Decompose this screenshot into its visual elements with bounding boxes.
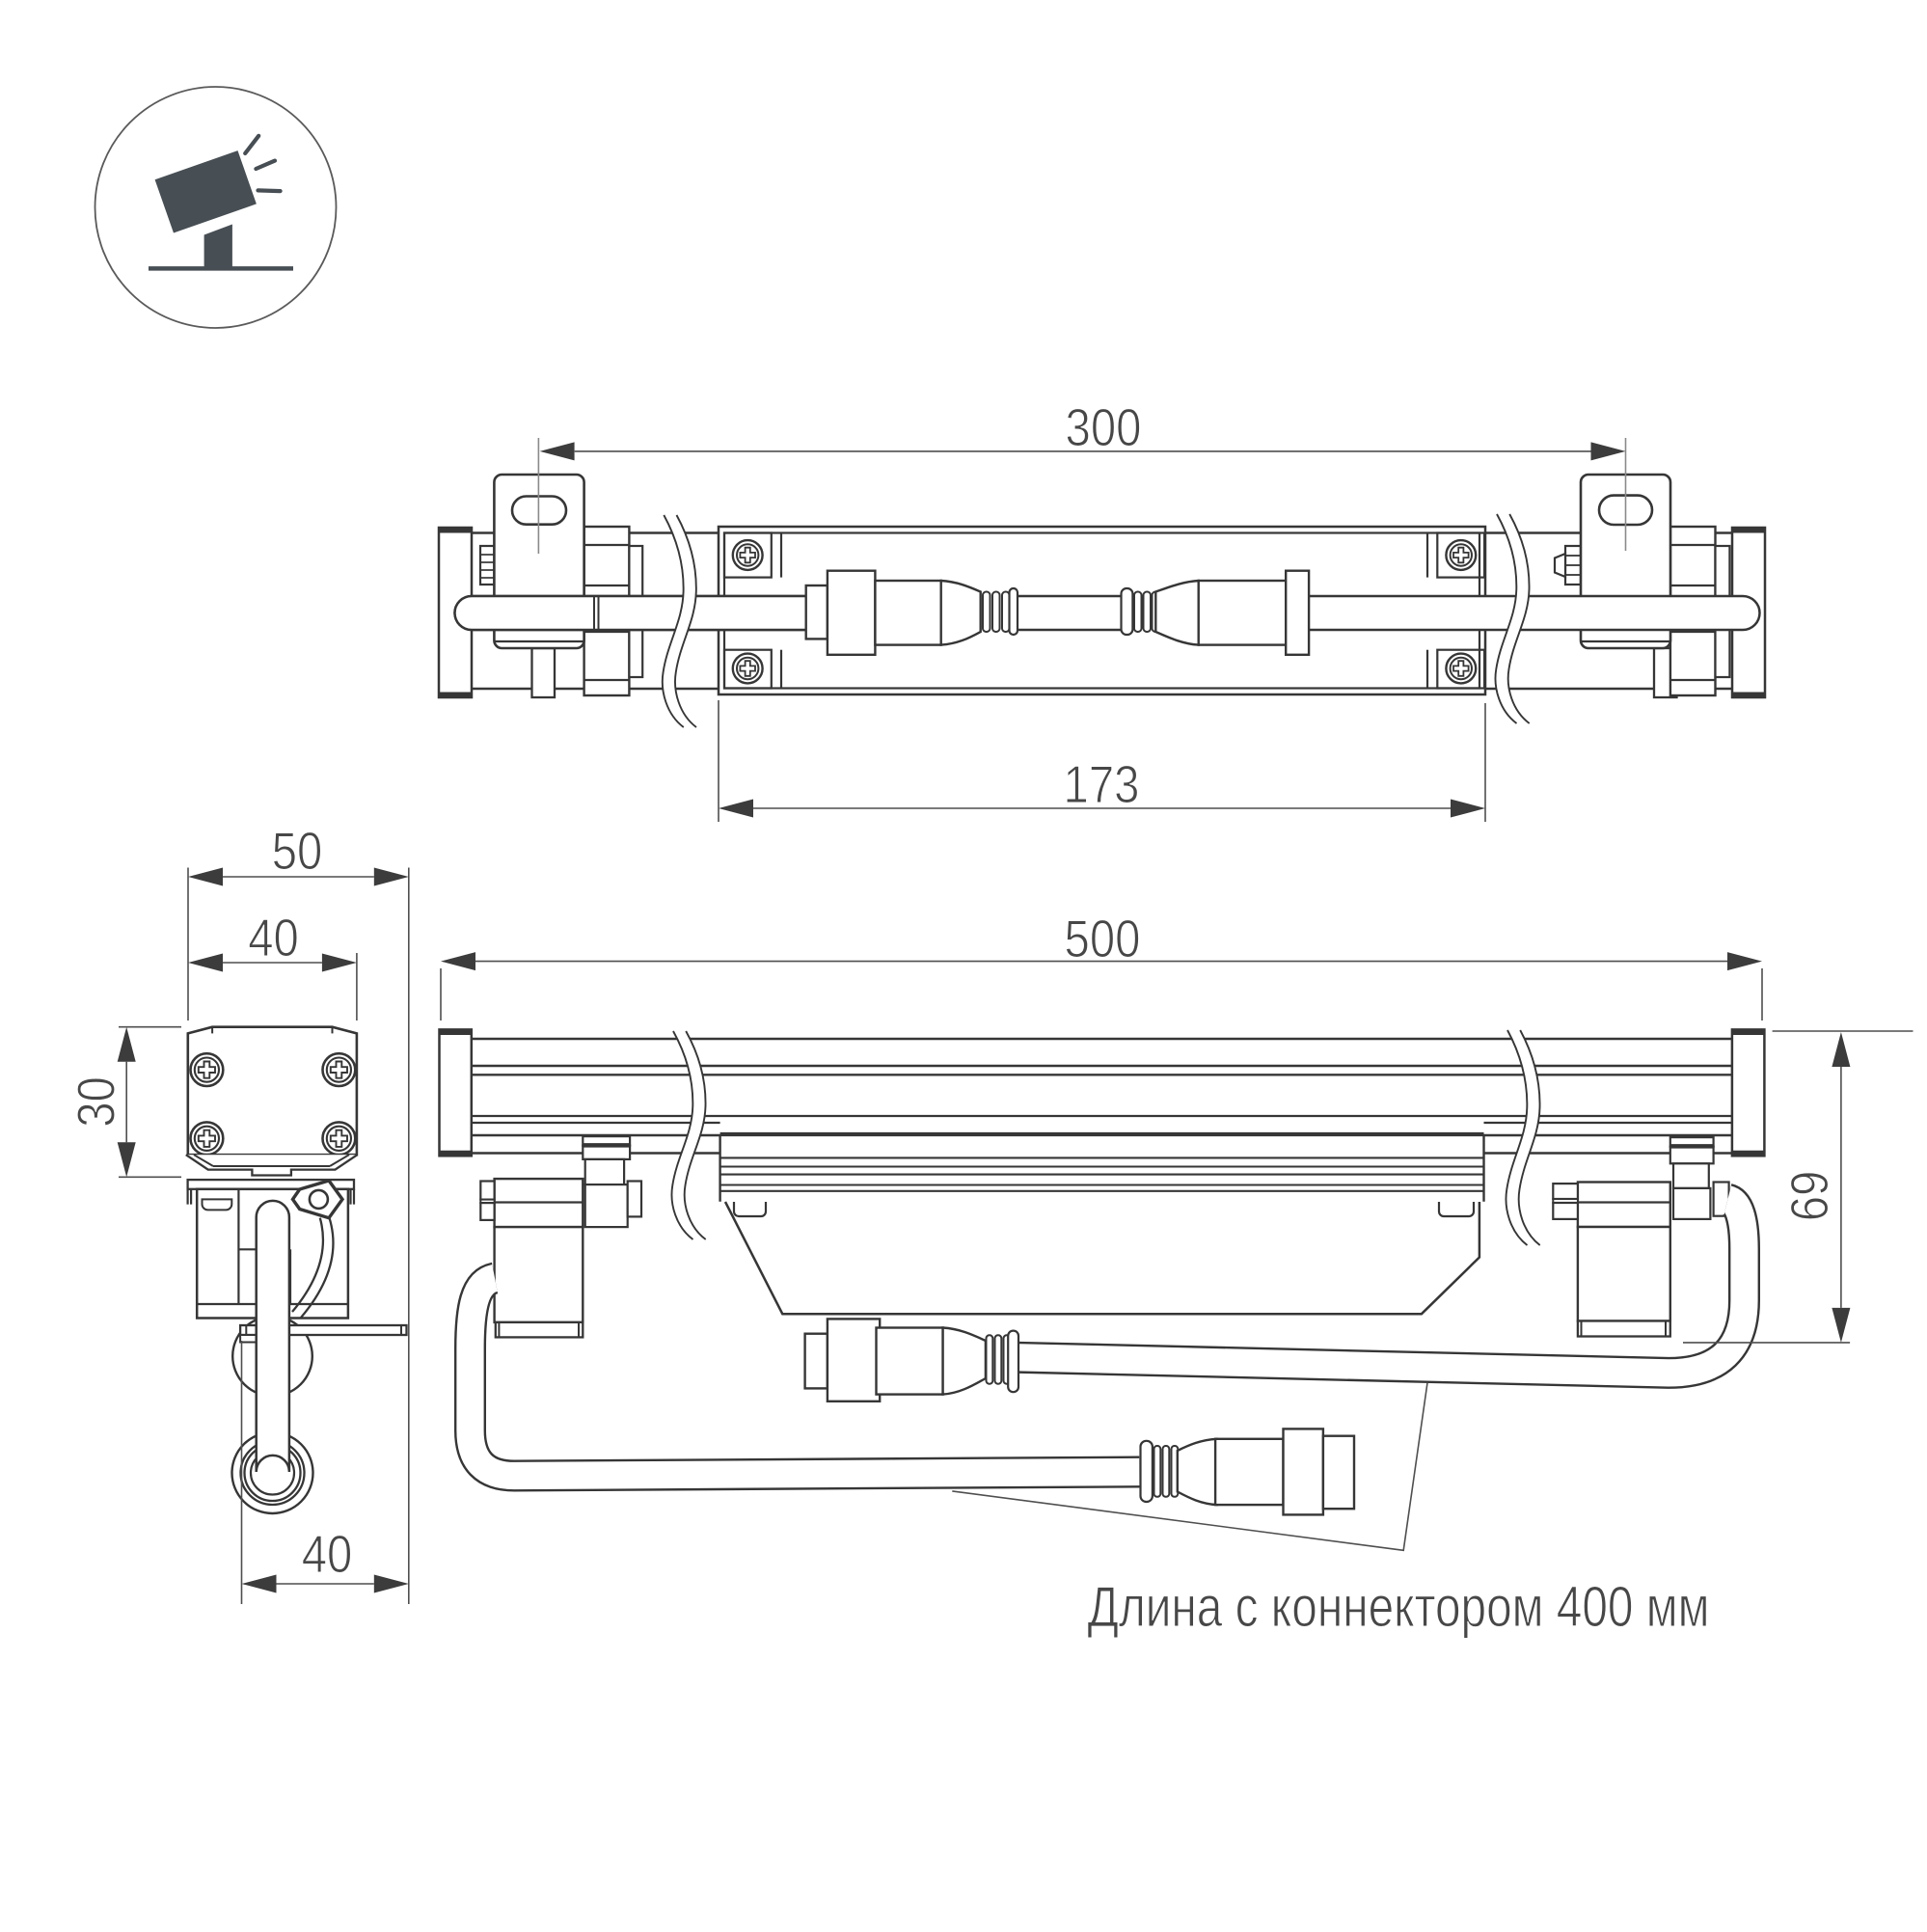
svg-text:40: 40	[302, 1525, 353, 1584]
svg-text:30: 30	[67, 1076, 125, 1128]
svg-text:Длина с коннектором 400 мм: Длина с коннектором 400 мм	[1088, 1575, 1710, 1639]
svg-text:173: 173	[1064, 755, 1140, 814]
svg-text:40: 40	[248, 909, 299, 967]
svg-text:300: 300	[1066, 398, 1142, 457]
svg-text:50: 50	[272, 822, 323, 881]
svg-text:500: 500	[1065, 910, 1141, 968]
svg-text:69: 69	[1780, 1171, 1839, 1222]
